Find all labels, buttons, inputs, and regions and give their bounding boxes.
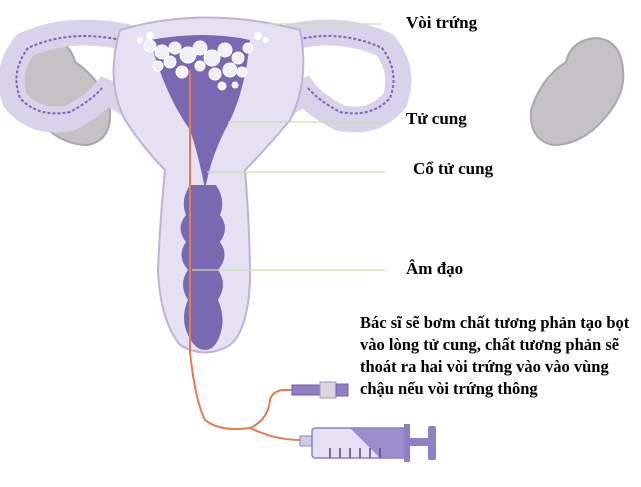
label-vagina: Âm đạo xyxy=(406,259,464,278)
catheter xyxy=(189,70,301,441)
leader-lines xyxy=(192,23,385,271)
label-cervix: Cổ tử cung xyxy=(413,159,494,178)
syringe xyxy=(299,424,436,462)
right-ovary xyxy=(529,36,625,147)
label-fallopian-tube: Vòi trứng xyxy=(406,13,478,32)
procedure-note: Bác sĩ sẽ bơm chất tương phản tạo bọt và… xyxy=(360,313,630,398)
label-uterus: Tử cung xyxy=(406,109,467,128)
catheter-connector xyxy=(291,381,349,399)
uterine-cavity xyxy=(137,32,269,350)
